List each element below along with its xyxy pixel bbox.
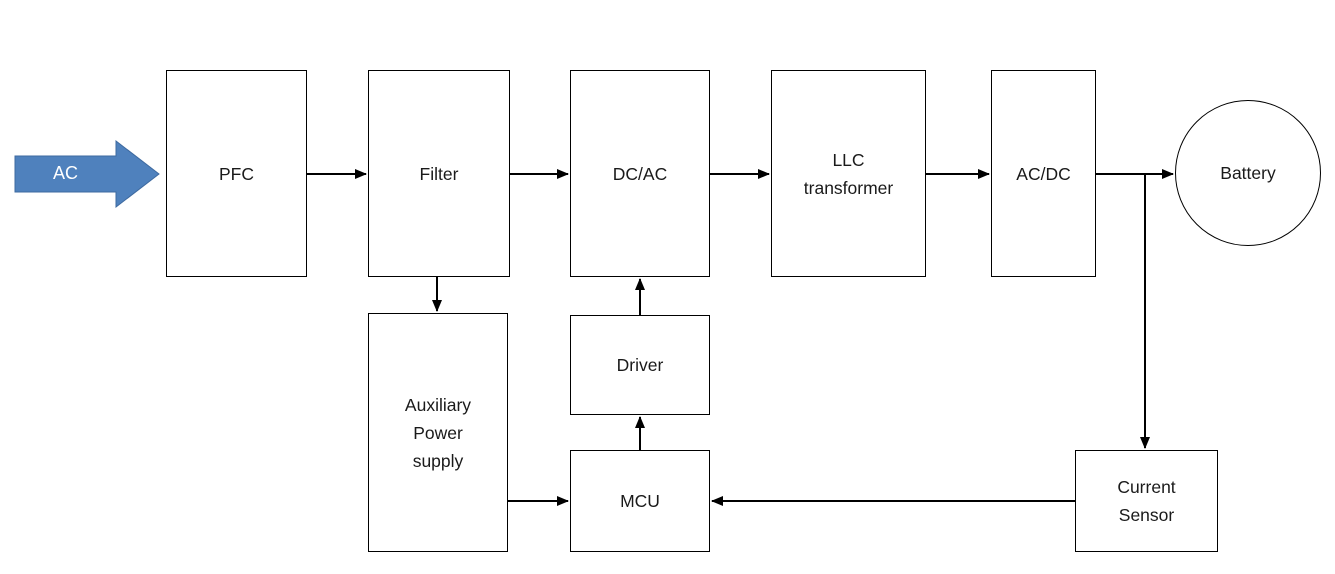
node-dcac: DC/AC: [570, 70, 710, 277]
ac-input-label: AC: [52, 163, 78, 183]
node-battery: Battery: [1175, 100, 1321, 246]
node-acdc: AC/DC: [991, 70, 1096, 277]
node-llc-transformer: LLC transformer: [771, 70, 926, 277]
ac-input-arrow: [14, 139, 160, 209]
node-mcu: MCU: [570, 450, 710, 552]
node-current-sensor: Current Sensor: [1075, 450, 1218, 552]
node-driver: Driver: [570, 315, 710, 415]
node-auxiliary-power-supply: Auxiliary Power supply: [368, 313, 508, 552]
node-filter: Filter: [368, 70, 510, 277]
node-pfc: PFC: [166, 70, 307, 277]
